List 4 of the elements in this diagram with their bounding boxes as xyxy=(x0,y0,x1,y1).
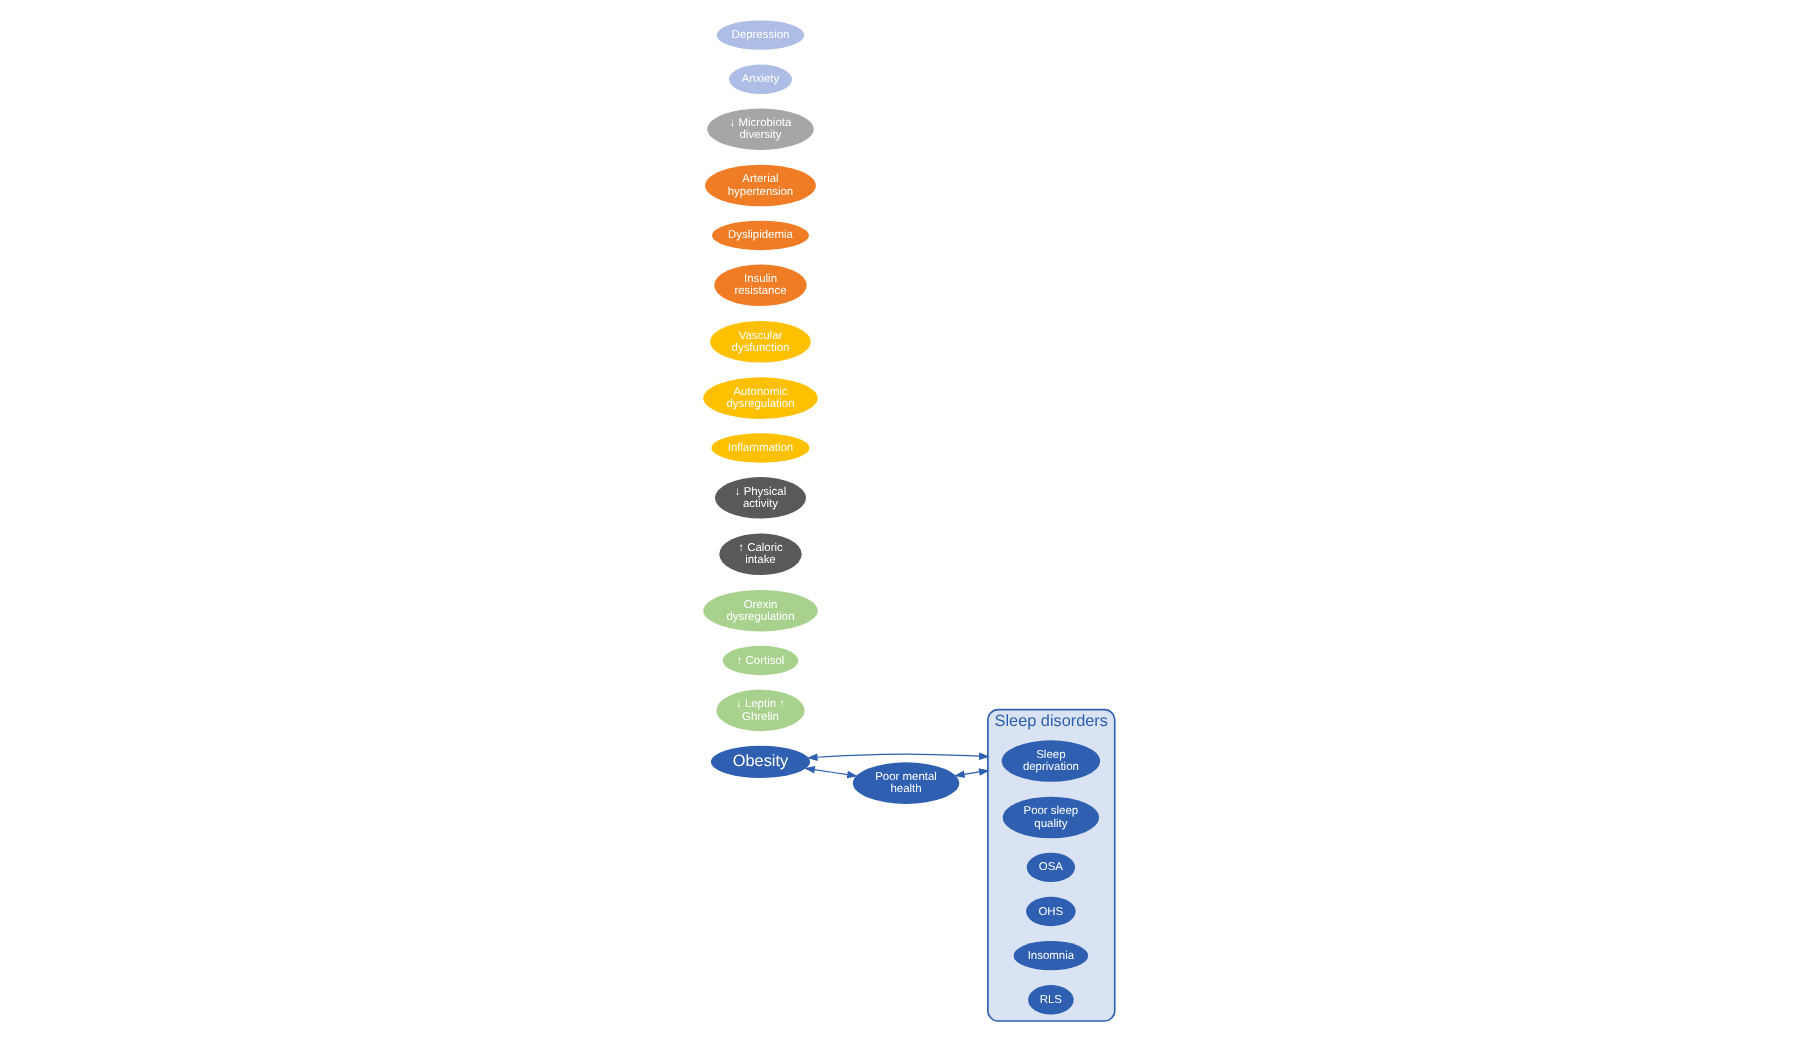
node-ellipse: Obesity xyxy=(709,745,810,778)
arrow xyxy=(803,766,857,779)
arrow xyxy=(805,752,989,761)
arrow xyxy=(952,768,989,778)
